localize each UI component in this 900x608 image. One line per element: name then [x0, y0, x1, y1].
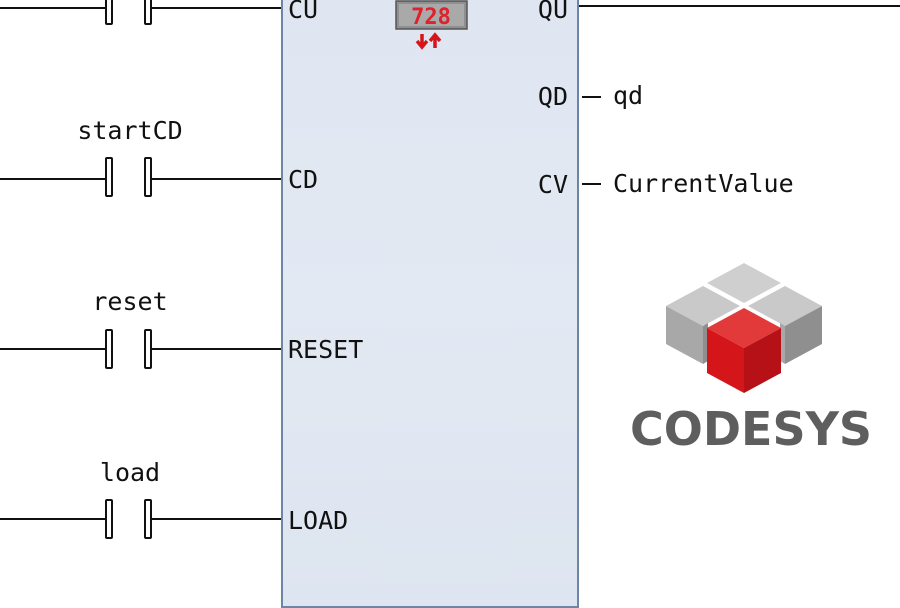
- contact-reset[interactable]: [0, 329, 281, 369]
- pin-load: LOAD: [288, 506, 349, 535]
- contact-cu[interactable]: [0, 0, 281, 25]
- contact-load[interactable]: [0, 499, 281, 539]
- counter-display-value: 728: [411, 5, 451, 30]
- pin-reset: RESET: [288, 335, 364, 364]
- contact-label-load: load: [99, 458, 161, 487]
- contact-label-reset: reset: [92, 287, 168, 316]
- output-var-qd[interactable]: qd: [613, 81, 644, 110]
- pin-cu: CU: [288, 0, 319, 24]
- contact-startcd[interactable]: [0, 157, 281, 197]
- codesys-logo-text: CODESYS: [630, 402, 873, 456]
- pin-cv: CV: [537, 170, 568, 199]
- codesys-cube-logo-icon: [666, 263, 822, 393]
- counter-display-icon: 728: [395, 0, 468, 50]
- pin-qu: QU: [537, 0, 568, 24]
- pin-cd: CD: [288, 165, 319, 194]
- contact-label-startcd: startCD: [77, 116, 183, 145]
- pin-qd: QD: [537, 82, 568, 111]
- output-var-currentvalue[interactable]: CurrentValue: [613, 169, 794, 198]
